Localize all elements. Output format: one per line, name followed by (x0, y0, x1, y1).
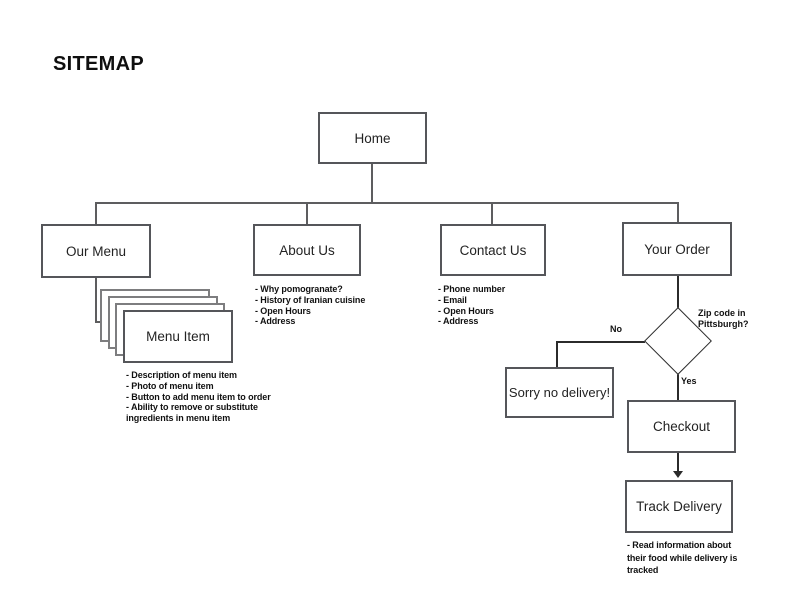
contact-us-notes: - Phone number- Email- Open Hours- Addre… (438, 284, 506, 327)
node-checkout: Checkout (627, 400, 736, 453)
connector-no-horizontal (556, 341, 645, 343)
page-title: SITEMAP (53, 53, 144, 75)
connector-bus (95, 202, 679, 204)
node-home-label: Home (354, 130, 391, 146)
menu-item-notes: - Description of menu item- Photo of men… (126, 370, 271, 424)
arrowhead-down-icon (673, 471, 683, 478)
connector-yes-vertical (677, 373, 679, 401)
connector-our-menu-down (95, 276, 97, 323)
node-track-delivery-label: Track Delivery (636, 499, 722, 514)
connector-drop-your-order (677, 202, 679, 222)
node-sorry-label: Sorry no delivery! (508, 385, 611, 400)
node-contact-us-label: Contact Us (459, 242, 527, 258)
connector-checkout-down (677, 452, 679, 475)
decision-yes-label: Yes (681, 376, 697, 386)
connector-your-order-down (677, 276, 679, 310)
node-menu-item: Menu Item (123, 310, 233, 363)
node-about-us-label: About Us (279, 242, 335, 258)
node-contact-us: Contact Us (440, 224, 546, 276)
about-us-notes: - Why pomogranate?- History of Iranian c… (255, 284, 366, 327)
connector-home-down (371, 164, 373, 204)
node-checkout-label: Checkout (652, 419, 711, 434)
node-about-us: About Us (253, 224, 361, 276)
node-sorry-no-delivery: Sorry no delivery! (505, 367, 614, 418)
node-menu-item-label: Menu Item (146, 329, 210, 344)
decision-no-label: No (610, 324, 622, 334)
connector-drop-contact-us (491, 202, 493, 224)
node-track-delivery: Track Delivery (625, 480, 733, 533)
node-your-order: Your Order (622, 222, 732, 276)
connector-drop-our-menu (95, 202, 97, 224)
node-our-menu-label: Our Menu (65, 243, 127, 259)
node-your-order-label: Your Order (644, 241, 710, 257)
connector-drop-about-us (306, 202, 308, 224)
node-our-menu: Our Menu (41, 224, 151, 278)
node-home: Home (318, 112, 427, 164)
connector-no-vertical (556, 341, 558, 368)
